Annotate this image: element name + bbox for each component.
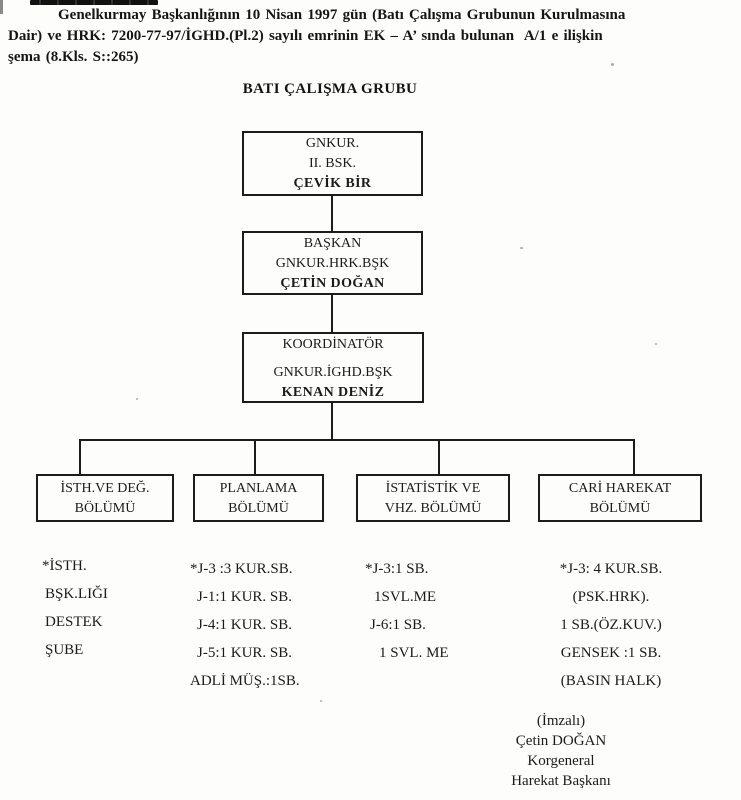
staff-item: J-5:1 KUR. SB. xyxy=(197,645,293,661)
org-node-role: BAŞKAN xyxy=(303,236,362,251)
scan-speck xyxy=(520,247,523,249)
org-node-sub: GNKUR.HRK.BŞK xyxy=(275,256,390,271)
org-node-role: KOORDİNATÖR xyxy=(282,337,384,352)
connector-line xyxy=(331,403,333,441)
org-node-dept-planlama: PLANLAMA BÖLÜMÜ xyxy=(193,474,324,522)
scan-speck xyxy=(208,9,211,11)
connector-line xyxy=(633,441,635,474)
staff-item: GENSEK :1 SB. xyxy=(560,645,662,661)
org-node-baskan: BAŞKAN GNKUR.HRK.BŞK ÇETİN DOĞAN xyxy=(242,231,423,295)
dept-line: CARİ HAREKAT xyxy=(568,481,672,496)
staff-item: (PSK.HRK). xyxy=(572,589,650,605)
staff-list-isth: *İSTH. BŞK.LIĞI DESTEK ŞUBE xyxy=(42,552,108,664)
staff-item: *J-3 :3 KUR.SB. xyxy=(190,561,293,577)
dept-line: BÖLÜMÜ xyxy=(74,501,136,516)
org-node-dept-isth: İSTH.VE DEĞ. BÖLÜMÜ xyxy=(36,474,174,522)
scan-edge-mark xyxy=(0,0,3,14)
scan-speck xyxy=(611,63,614,66)
org-node-role: GNKUR. xyxy=(305,136,360,151)
dept-line: VHZ. BÖLÜMÜ xyxy=(384,501,482,516)
org-node-sub: GNKUR.İGHD.BŞK xyxy=(273,365,393,380)
staff-list-planlama: *J-3 :3 KUR.SB. J-1:1 KUR. SB. J-4:1 KUR… xyxy=(190,555,300,695)
connector-line xyxy=(331,295,333,332)
org-node-name: ÇETİN DOĞAN xyxy=(280,276,385,291)
intro-line: Genelkurmay Başkanlığının 10 Nisan 1997 … xyxy=(58,7,626,23)
intro-paragraph: Genelkurmay Başkanlığının 10 Nisan 1997 … xyxy=(8,5,735,68)
org-node-dept-istatistik: İSTATİSTİK VE VHZ. BÖLÜMÜ xyxy=(356,474,510,522)
staff-item: 1 SVL. ME xyxy=(379,645,449,661)
dept-line: PLANLAMA xyxy=(219,481,298,496)
staff-list-cari: *J-3: 4 KUR.SB. (PSK.HRK). 1 SB.(ÖZ.KUV.… xyxy=(533,555,689,695)
signature-line: Çetin DOĞAN xyxy=(515,733,607,749)
scan-speck xyxy=(136,398,138,400)
staff-item: DESTEK xyxy=(45,614,103,630)
intro-line: Dair) ve HRK: 7200-77-97/İGHD.(Pl.2) say… xyxy=(8,28,603,44)
cropped-text-artifact xyxy=(30,0,158,5)
staff-item: ADLİ MÜŞ.:1SB. xyxy=(190,673,300,689)
dept-line: BÖLÜMÜ xyxy=(589,501,651,516)
scan-speck xyxy=(655,343,657,345)
staff-item: *J-3: 4 KUR.SB. xyxy=(559,561,663,577)
org-node-dept-cari: CARİ HAREKAT BÖLÜMÜ xyxy=(538,474,702,522)
org-node-name: KENAN DENİZ xyxy=(281,385,385,400)
page-title: BATI ÇALIŞMA GRUBU xyxy=(242,81,418,97)
staff-item: J-6:1 SB. xyxy=(370,617,426,633)
staff-item: *J-3:1 SB. xyxy=(365,561,429,577)
staff-item: ŞUBE xyxy=(45,642,84,658)
staff-item: J-4:1 KUR. SB. xyxy=(197,617,293,633)
connector-line xyxy=(79,439,635,441)
dept-line: İSTATİSTİK VE xyxy=(385,481,481,496)
signature-line: Harekat Başkanı xyxy=(511,773,611,789)
org-node-koordinator: KOORDİNATÖR GNKUR.İGHD.BŞK KENAN DENİZ xyxy=(242,332,424,403)
dept-line: BÖLÜMÜ xyxy=(228,501,289,516)
staff-item: 1 SB.(ÖZ.KUV.) xyxy=(560,617,662,633)
staff-item: *İSTH. xyxy=(42,558,87,574)
staff-item: 1SVL.ME xyxy=(374,589,437,605)
staff-item: (BASIN HALK) xyxy=(560,673,662,689)
signature-block: (İmzalı) Çetin DOĞAN Korgeneral Harekat … xyxy=(468,711,654,791)
intro-line: şema (8.Kls. S::265) xyxy=(8,49,139,65)
staff-list-istatistik: *J-3:1 SB. 1SVL.ME J-6:1 SB. 1 SVL. ME xyxy=(365,555,449,667)
staff-item: BŞK.LIĞI xyxy=(45,586,108,602)
dept-line: İSTH.VE DEĞ. xyxy=(60,481,150,496)
connector-line xyxy=(331,196,333,231)
connector-line xyxy=(79,441,81,474)
org-node-sub: II. BSK. xyxy=(308,156,357,171)
connector-line xyxy=(438,441,440,474)
signature-line: (İmzalı) xyxy=(536,713,586,729)
org-node-gnkur: GNKUR. II. BSK. ÇEVİK BİR xyxy=(242,131,423,196)
staff-item: J-1:1 KUR. SB. xyxy=(197,589,293,605)
org-node-name: ÇEVİK BİR xyxy=(293,176,372,191)
connector-line xyxy=(254,441,256,474)
signature-line: Korgeneral xyxy=(527,753,595,769)
scan-speck xyxy=(320,700,322,702)
